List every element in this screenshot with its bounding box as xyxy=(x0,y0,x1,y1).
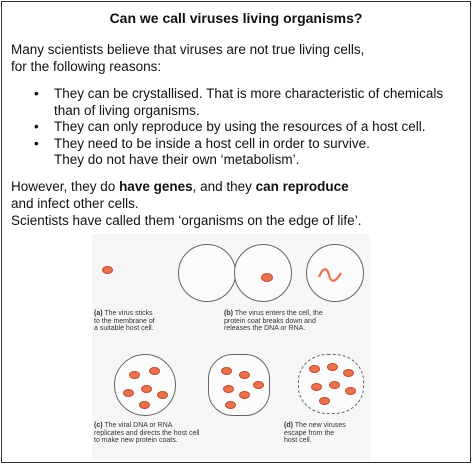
however-text: However, they do xyxy=(11,179,120,194)
bullet-icon: • xyxy=(34,119,39,134)
caption-c-label: (c) xyxy=(94,422,103,429)
reason-item: • They can only reproduce by using the r… xyxy=(32,119,443,136)
caption-a-text: The virus sticks to the membrane of a su… xyxy=(94,310,155,332)
bullet-icon: • xyxy=(34,135,39,151)
panel-b-host-cell xyxy=(234,244,292,302)
virus-particle xyxy=(129,371,140,379)
caption-b-label: (b) xyxy=(224,310,233,317)
virus-particle xyxy=(139,401,150,409)
virus-particle xyxy=(141,385,152,393)
caption-c: (c) The viral DNA or RNA replicates and … xyxy=(94,422,199,445)
reason-item: • They need to be inside a host cell in … xyxy=(32,136,443,169)
reason-3-line-1: They need to be inside a host cell in or… xyxy=(54,135,370,151)
virus-particle xyxy=(223,385,234,393)
virus-particle xyxy=(221,367,232,375)
reason-1-line-1: They can be crystallised. That is more c… xyxy=(54,86,444,101)
panel-b2-host-cell xyxy=(306,244,364,302)
virus-particle xyxy=(319,397,330,405)
however-line-1: However, they do have genes, and they ca… xyxy=(11,178,361,195)
virus-particle xyxy=(309,365,320,373)
virus-lifecycle-figure: (a) The virus sticks to the membrane of … xyxy=(92,234,370,460)
intro-line-2: for the following reasons: xyxy=(11,59,162,74)
virus-particle xyxy=(343,369,354,377)
panel-a-host-cell xyxy=(178,244,236,302)
panel-c-host-cell xyxy=(114,354,176,416)
virus-particle xyxy=(327,363,338,371)
bullet-icon: • xyxy=(34,86,39,101)
however-text: , and they xyxy=(192,179,256,194)
virus-particle xyxy=(345,387,356,395)
panel-c2-host-cell xyxy=(208,354,270,416)
panel-b-virus xyxy=(261,273,273,282)
however-line-2: and infect other cells. xyxy=(11,196,139,211)
emphasis-reproduce: can reproduce xyxy=(255,179,349,194)
reason-item: • They can be crystallised. That is more… xyxy=(32,86,443,119)
virus-particle xyxy=(157,391,168,399)
reason-1-line-2: than of living organisms. xyxy=(54,102,200,118)
intro-paragraph: Many scientists believe that viruses are… xyxy=(11,41,364,75)
caption-d-label: (d) xyxy=(284,422,293,429)
virus-particle xyxy=(329,381,340,389)
emphasis-genes: have genes xyxy=(119,179,193,194)
virus-particle xyxy=(149,367,160,375)
caption-d: (d) The new viruses escape from the host… xyxy=(284,422,346,445)
however-paragraph: However, they do have genes, and they ca… xyxy=(11,178,361,229)
caption-c-text: The viral DNA or RNA replicates and dire… xyxy=(94,422,200,444)
virus-particle xyxy=(239,391,250,399)
caption-a: (a) The virus sticks to the membrane of … xyxy=(94,310,155,333)
reasons-list: • They can be crystallised. That is more… xyxy=(32,86,443,169)
caption-b: (b) The virus enters the cell, the prote… xyxy=(224,310,323,333)
virus-particle xyxy=(311,383,322,391)
virus-particle xyxy=(225,401,236,409)
page-title: Can we call viruses living organisms? xyxy=(109,10,363,26)
reason-3-line-2: They do not have their own ‘metabolism’. xyxy=(54,152,300,167)
reason-2-line-1: They can only reproduce by using the res… xyxy=(54,119,426,134)
panel-d-host-cell xyxy=(298,354,364,414)
virus-particle xyxy=(253,381,264,389)
intro-line-1: Many scientists believe that viruses are… xyxy=(11,42,365,57)
caption-b-text: The virus enters the cell, the protein c… xyxy=(224,310,323,332)
virus-particle xyxy=(123,389,134,397)
virus-particle xyxy=(239,371,250,379)
however-line-3: Scientists have called them ‘organisms o… xyxy=(11,213,362,228)
panel-a-virus xyxy=(102,266,113,274)
caption-d-text: The new viruses escape from the host cel… xyxy=(284,422,346,444)
viral-rna-icon xyxy=(317,268,342,282)
caption-a-label: (a) xyxy=(94,310,103,317)
